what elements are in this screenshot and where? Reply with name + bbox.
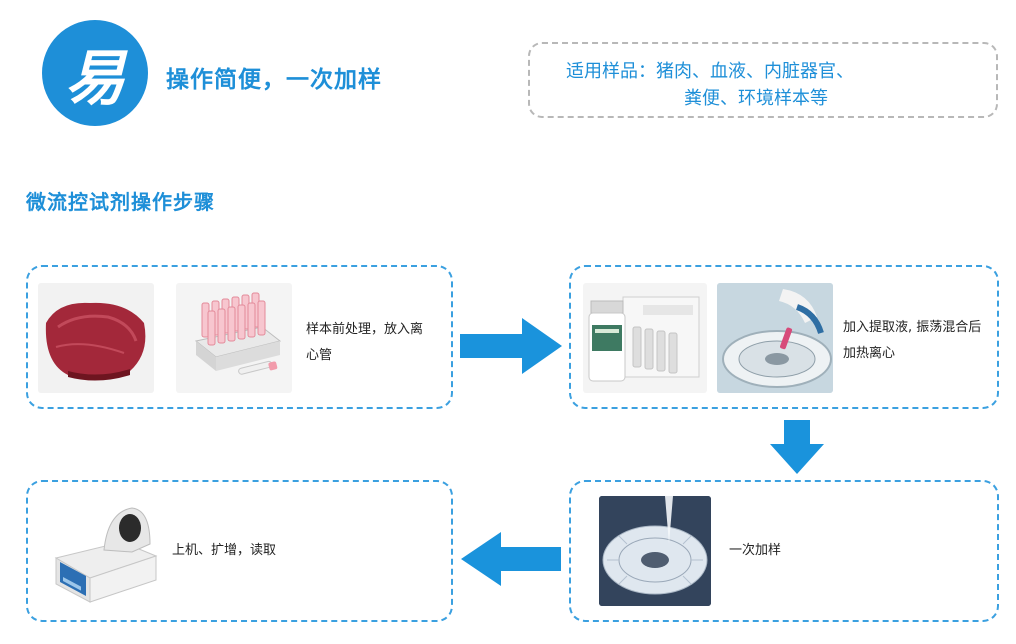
step-4-box: 上机、扩增，读取 xyxy=(26,480,453,622)
extraction-reagent-kit-image xyxy=(583,283,707,393)
centrifuge-loading-image xyxy=(717,283,833,393)
sample-types-line2: 粪便、环境样本等 xyxy=(684,88,828,109)
section-title: 微流控试剂操作步骤 xyxy=(26,190,215,214)
step-3-box: 一次加样 xyxy=(569,480,999,622)
step-2-box: 加入提取液, 振荡混合后 加热离心 xyxy=(569,265,999,409)
step-1-text-line1: 样本前处理，放入离 xyxy=(306,322,424,337)
arrow-right-icon xyxy=(460,318,562,374)
step-2-text-line2: 加热离心 xyxy=(843,346,896,361)
analyzer-instrument-image xyxy=(46,498,162,610)
step-2-text-line1: 加入提取液, 振荡混合后 xyxy=(843,320,982,335)
easy-badge: 易 xyxy=(42,20,148,126)
sample-types-box: 适用样品：猪肉、血液、内脏器官、 粪便、环境样本等 xyxy=(528,42,998,118)
raw-meat-image xyxy=(38,283,154,393)
step-4-text: 上机、扩增，读取 xyxy=(172,543,277,558)
step-3-text: 一次加样 xyxy=(729,543,782,558)
step-1-box: 样本前处理，放入离 心管 xyxy=(26,265,453,409)
microfluidic-chip-loading-image xyxy=(599,496,711,606)
tagline: 操作简便，一次加样 xyxy=(166,67,382,93)
step-1-text: 样本前处理，放入离 心管 xyxy=(306,317,456,369)
arrow-down-icon xyxy=(770,420,824,474)
sample-types-text: 适用样品：猪肉、血液、内脏器官、 粪便、环境样本等 xyxy=(566,58,986,112)
step-1-text-line2: 心管 xyxy=(306,348,333,363)
arrow-left-icon xyxy=(461,532,561,586)
step-2-text: 加入提取液, 振荡混合后 加热离心 xyxy=(843,315,1003,367)
sample-types-line1: 适用样品：猪肉、血液、内脏器官、 xyxy=(566,61,854,82)
centrifuge-tube-rack-image xyxy=(176,283,292,393)
